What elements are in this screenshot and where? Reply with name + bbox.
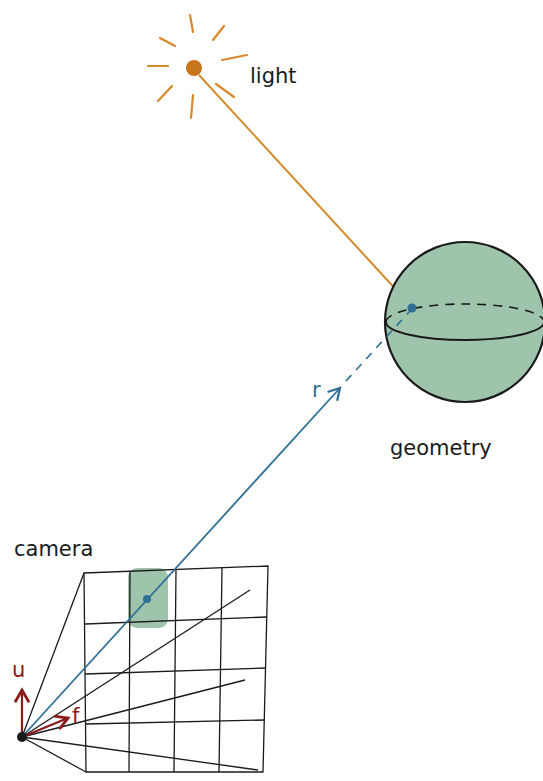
camera-image-plane [22, 566, 268, 772]
camera-origin [17, 732, 27, 742]
camera-ray-dashed [346, 311, 410, 381]
sphere-geometry [385, 242, 543, 402]
forward-axis [22, 718, 68, 737]
camera-ray [22, 388, 340, 737]
up-label: u [12, 660, 25, 681]
ray-label: r [312, 380, 321, 401]
up-axis [21, 690, 23, 737]
camera-label: camera [14, 539, 93, 560]
light-source [148, 15, 247, 118]
pixel-dot [143, 595, 151, 603]
light-ray [199, 75, 411, 306]
forward-label: f [72, 706, 79, 727]
geometry-label: geometry [390, 438, 492, 459]
light-label: light [250, 66, 297, 87]
